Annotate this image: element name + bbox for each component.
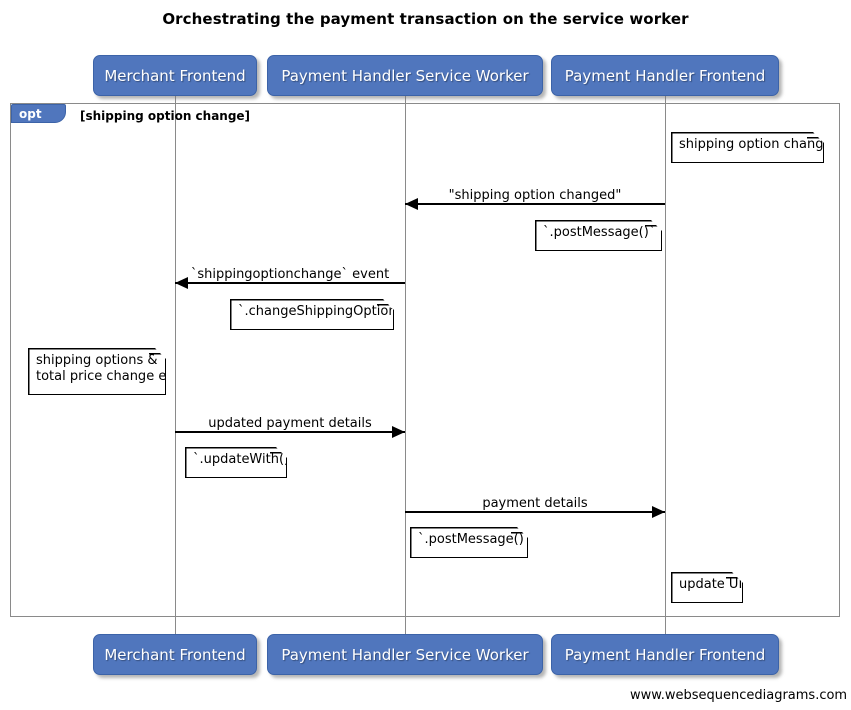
page-title: Orchestrating the payment transaction on…	[162, 10, 689, 28]
message-line-updated-payment-details	[175, 431, 405, 433]
message-line-payment-details	[405, 511, 665, 513]
message-line-shipping-option-changed	[405, 203, 665, 205]
fragment-opt-tag-label: opt	[19, 106, 42, 121]
participant-label: Payment Handler Frontend	[564, 645, 766, 664]
note-change-shipping-option: `.changeShippingOption()`	[230, 299, 394, 330]
note-shipping-option-changed: shipping option changed	[671, 132, 824, 163]
fragment-opt-condition: [shipping option change]	[80, 109, 251, 123]
message-arrowhead-payment-details	[652, 506, 665, 518]
note-post-message-service-worker: `.postMessage()`	[535, 220, 662, 251]
message-arrowhead-shippingoptionchange-event	[175, 277, 188, 289]
participant-payment-handler-service-worker-bottom[interactable]: Payment Handler Service Worker	[267, 634, 543, 675]
message-label-updated-payment-details: updated payment details	[208, 416, 372, 431]
participant-payment-handler-frontend-top[interactable]: Payment Handler Frontend	[551, 55, 779, 96]
participant-payment-handler-frontend-bottom[interactable]: Payment Handler Frontend	[551, 634, 779, 675]
message-line-shippingoptionchange-event	[175, 282, 405, 284]
note-update-ui: update UI	[671, 572, 743, 603]
lifeline-payment-handler-frontend	[665, 96, 666, 642]
footer-watermark-url: www.websequencediagrams.com	[630, 688, 848, 703]
message-arrowhead-updated-payment-details	[392, 426, 405, 438]
fragment-opt	[10, 103, 840, 617]
participant-label: Merchant Frontend	[104, 66, 246, 85]
lifeline-merchant-frontend	[175, 96, 176, 642]
participant-label: Payment Handler Frontend	[564, 66, 766, 85]
note-shipping-options-total-price: shipping options & total price change et…	[28, 348, 166, 395]
participant-merchant-frontend-bottom[interactable]: Merchant Frontend	[93, 634, 257, 675]
note-post-message-frontend: `.postMessage()`	[410, 527, 528, 558]
fragment-opt-tag: opt	[11, 104, 66, 123]
participant-merchant-frontend-top[interactable]: Merchant Frontend	[93, 55, 257, 96]
message-arrowhead-shipping-option-changed	[405, 198, 418, 210]
participant-label: Payment Handler Service Worker	[281, 645, 529, 664]
participant-label: Payment Handler Service Worker	[281, 66, 529, 85]
message-label-shippingoptionchange-event: `shippingoptionchange` event	[190, 267, 390, 282]
lifeline-payment-handler-service-worker	[405, 96, 406, 642]
note-update-with: `.updateWith()`	[185, 447, 287, 478]
message-label-payment-details: payment details	[482, 496, 588, 511]
participant-label: Merchant Frontend	[104, 645, 246, 664]
participant-payment-handler-service-worker-top[interactable]: Payment Handler Service Worker	[267, 55, 543, 96]
message-label-shipping-option-changed: "shipping option changed"	[448, 188, 622, 203]
